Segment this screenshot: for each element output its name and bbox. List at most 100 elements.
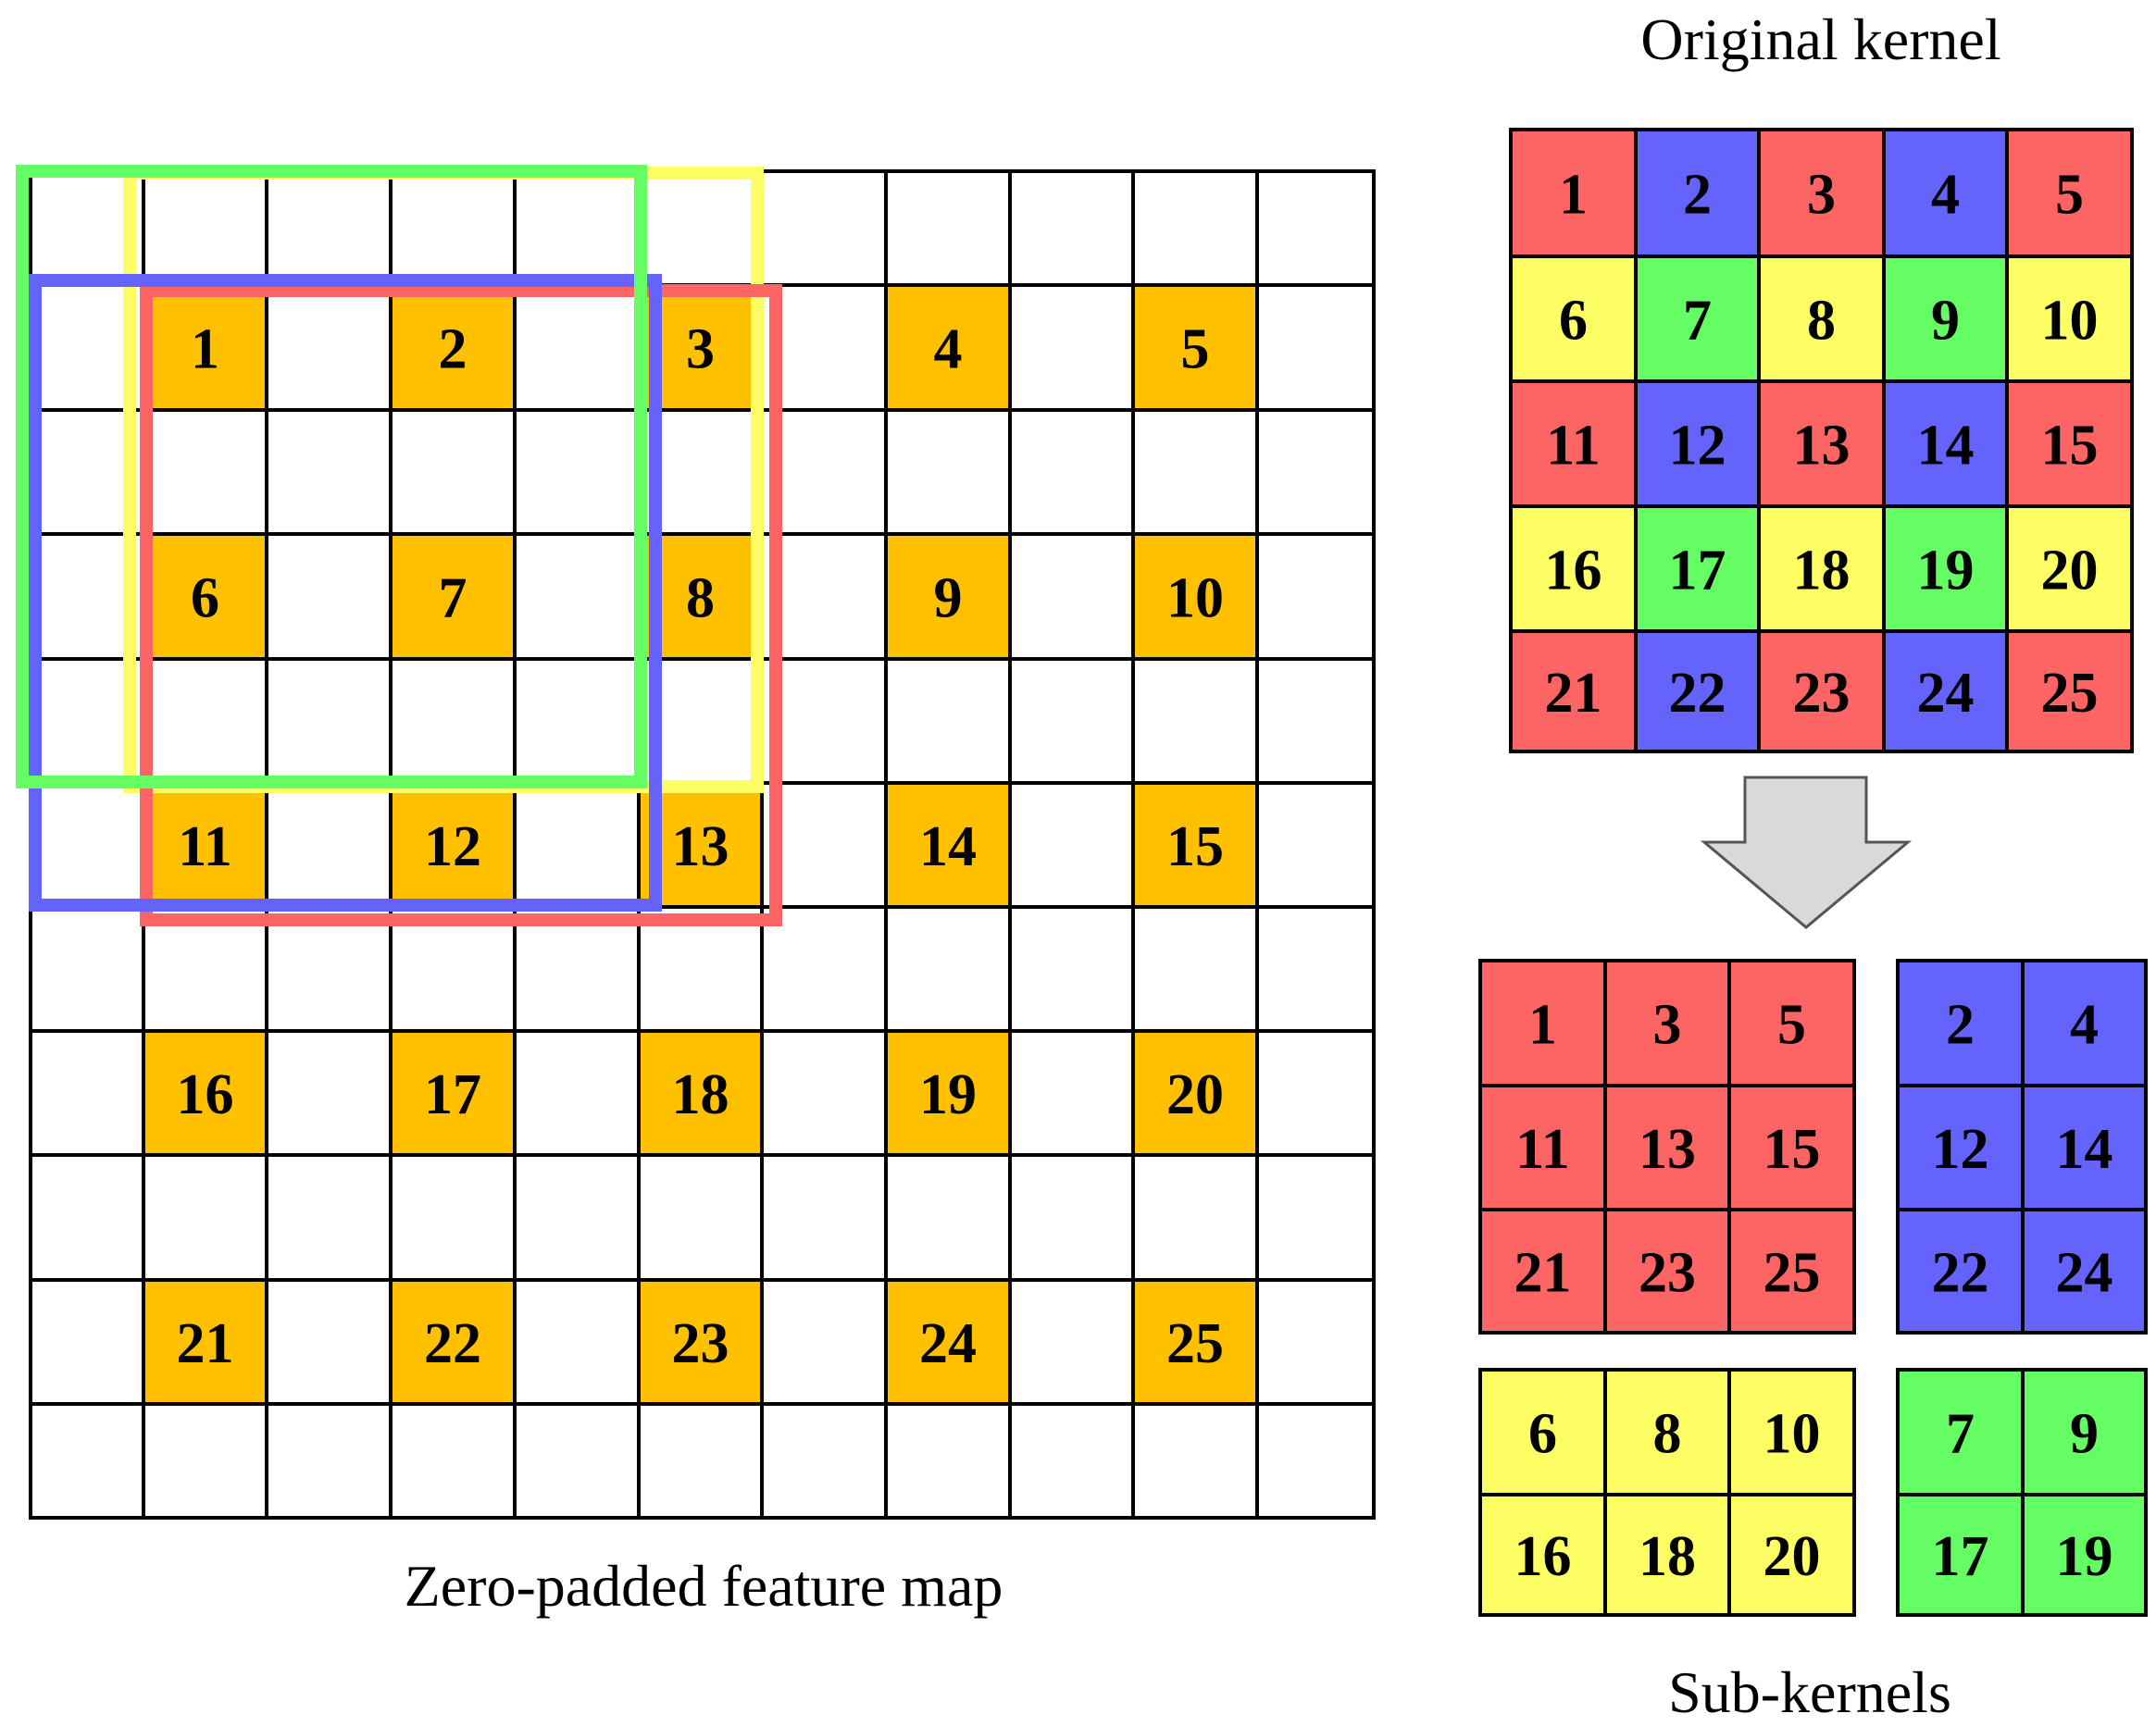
sub-kernel-cell-24: 24 xyxy=(2021,1208,2148,1335)
sub-kernel-cell-9: 9 xyxy=(2021,1368,2148,1496)
zero-cell-box xyxy=(1255,1402,1376,1520)
zero-cell-box xyxy=(1008,283,1135,412)
zero-cell xyxy=(1255,657,1376,785)
zero-cell-box xyxy=(1255,169,1376,287)
zero-cell xyxy=(1131,169,1259,287)
zero-cell xyxy=(1255,781,1376,909)
zero-cell xyxy=(513,1029,641,1157)
zero-cell-box xyxy=(1255,657,1376,785)
kernel-cell-18-box xyxy=(1757,504,1886,633)
zero-cell xyxy=(29,1402,145,1520)
zero-cell-box xyxy=(513,169,641,287)
zero-cell-box xyxy=(760,1278,888,1406)
feature-cell-2-label: 2 xyxy=(439,318,467,381)
zero-cell xyxy=(760,1029,888,1157)
zero-cell-box xyxy=(265,657,393,785)
zero-cell-box xyxy=(513,1402,641,1520)
zero-cell xyxy=(760,905,888,1033)
kernel-cell-23-label: 23 xyxy=(1793,662,1851,725)
sub-kernel-cell-4-box xyxy=(2021,959,2148,1087)
feature-cell-1: 1 xyxy=(142,283,268,412)
sub-kernel-cell-1-label: 1 xyxy=(1528,994,1557,1057)
kernel-cell-24: 24 xyxy=(1882,629,2009,753)
zero-cell-box xyxy=(513,408,641,536)
sub-kernel-cell-17-label: 17 xyxy=(1932,1525,1989,1588)
zero-cell-box xyxy=(265,532,393,661)
zero-cell-box xyxy=(29,1278,145,1406)
sub-kernel-cell-2: 2 xyxy=(1896,959,2025,1087)
zero-cell xyxy=(884,1402,1012,1520)
sub-kernel-cell-9-label: 9 xyxy=(2070,1403,2099,1466)
zero-cell xyxy=(1255,905,1376,1033)
kernel-cell-5-box xyxy=(2005,128,2134,258)
zero-cell xyxy=(1255,169,1376,287)
kernel-cell-9: 9 xyxy=(1882,255,2009,383)
kernel-cell-1-label: 1 xyxy=(1559,164,1588,227)
sub-kernel-cell-22: 22 xyxy=(1896,1208,2025,1335)
zero-cell xyxy=(1008,1402,1135,1520)
zero-cell xyxy=(637,1153,764,1282)
kernel-cell-20-label: 20 xyxy=(2041,540,2099,602)
kernel-cell-11-box xyxy=(1509,379,1638,508)
feature-cell-24: 24 xyxy=(884,1278,1012,1406)
zero-cell xyxy=(637,905,764,1033)
zero-cell xyxy=(265,1153,393,1282)
sub-kernel-cell-4: 4 xyxy=(2021,959,2148,1087)
kernel-cell-4-label: 4 xyxy=(1931,164,1960,227)
zero-cell xyxy=(29,1153,145,1282)
sub-kernel-cell-22-label: 22 xyxy=(1932,1242,1989,1305)
zero-cell xyxy=(637,1402,764,1520)
zero-cell xyxy=(29,1278,145,1406)
feature-cell-15: 15 xyxy=(1131,781,1259,909)
zero-cell-box xyxy=(513,532,641,661)
feature-cell-1-label: 1 xyxy=(191,318,219,381)
feature-cell-23: 23 xyxy=(637,1278,764,1406)
sub-kernel-cell-21-label: 21 xyxy=(1514,1242,1572,1305)
feature-cell-25: 25 xyxy=(1131,1278,1259,1406)
zero-cell xyxy=(884,1153,1012,1282)
sub-kernel-cell-16-label: 16 xyxy=(1514,1525,1572,1588)
zero-cell xyxy=(142,657,268,785)
feature-cell-10-box xyxy=(1131,532,1259,661)
kernel-cell-17-label: 17 xyxy=(1669,540,1726,602)
sub-kernel-cell-19-label: 19 xyxy=(2056,1525,2113,1588)
zero-cell xyxy=(513,283,641,412)
kernel-cell-12-box xyxy=(1634,379,1761,508)
zero-cell-box xyxy=(513,1278,641,1406)
kernel-cell-9-box xyxy=(1882,255,2009,383)
kernel-cell-14: 14 xyxy=(1882,379,2009,508)
feature-cell-20: 20 xyxy=(1131,1029,1259,1157)
sub-kernel-cell-8: 8 xyxy=(1603,1368,1731,1496)
sub-kernel-cell-21-box xyxy=(1478,1208,1607,1335)
sub-kernel-cell-21: 21 xyxy=(1478,1208,1607,1335)
zero-cell-box xyxy=(637,1153,764,1282)
zero-cell-box xyxy=(265,781,393,909)
sub-kernel-cell-12: 12 xyxy=(1896,1084,2025,1211)
zero-cell-box xyxy=(1131,657,1259,785)
sub-kernel-cell-7-box xyxy=(1896,1368,2025,1496)
zero-cell xyxy=(760,1278,888,1406)
kernel-cell-7-label: 7 xyxy=(1683,290,1712,353)
zero-cell-box xyxy=(1008,408,1135,536)
sub-kernel-cell-4-label: 4 xyxy=(2070,994,2099,1057)
zero-cell-box xyxy=(637,905,764,1033)
feature-cell-22: 22 xyxy=(389,1278,517,1406)
kernel-cell-15: 15 xyxy=(2005,379,2134,508)
feature-cell-24-label: 24 xyxy=(919,1312,977,1375)
zero-cell xyxy=(513,1153,641,1282)
zero-cell-box xyxy=(265,1402,393,1520)
kernel-cell-3: 3 xyxy=(1757,128,1886,258)
zero-cell-box xyxy=(265,1278,393,1406)
feature-cell-7: 7 xyxy=(389,532,517,661)
zero-cell-box xyxy=(389,657,517,785)
zero-cell xyxy=(265,532,393,661)
feature-cell-20-label: 20 xyxy=(1166,1063,1224,1126)
kernel-cell-8: 8 xyxy=(1757,255,1886,383)
kernel-cell-7-box xyxy=(1634,255,1761,383)
zero-cell xyxy=(1008,408,1135,536)
zero-cell-box xyxy=(1255,1029,1376,1157)
kernel-cell-14-label: 14 xyxy=(1917,415,1975,478)
